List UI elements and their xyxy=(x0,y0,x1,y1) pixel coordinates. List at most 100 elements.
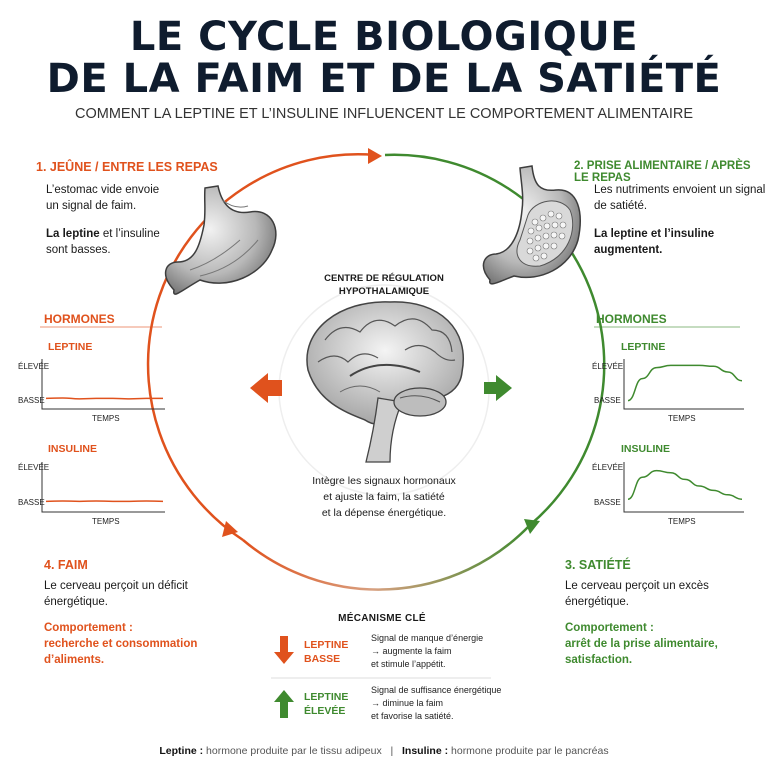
right-arrow-icon xyxy=(524,519,540,534)
footer-leptine-term: Leptine : xyxy=(159,745,204,757)
regulation-center-title-line-2: HYPOTHALAMIQUE xyxy=(338,286,430,297)
arrow-down-icon xyxy=(274,636,294,664)
phase2-title: 2. PRISE ALIMENTAIRE / APRÈS LE REPAS xyxy=(574,160,751,184)
phase3-behavior-label: Comportement : xyxy=(565,622,654,634)
left-chart2-y-low: BASSE xyxy=(18,498,45,507)
cycle-arc-satiety xyxy=(384,153,606,526)
footer-definitions: Leptine : hormone produite par le tissu … xyxy=(0,745,768,757)
regulation-center-title: CENTRE DE RÉGULATION HYPOTHALAMIQUE xyxy=(294,272,474,298)
phase3-text: Le cerveau perçoit un excès énergétique.… xyxy=(565,578,718,668)
right-chart2-y-high: ÉLEVÉE xyxy=(592,463,624,472)
left-chart1-y-high: ÉLEVÉE xyxy=(18,362,50,371)
phase4-behavior-line-1: recherche et consommation xyxy=(44,638,198,650)
satiety-arrow-icon xyxy=(484,375,512,401)
mechanism-high-label: LEPTINE ÉLEVÉE xyxy=(304,690,348,718)
phase3-behavior-line-1: arrêt de la prise alimentaire, xyxy=(565,638,718,650)
right-chart2-y-low: BASSE xyxy=(594,498,621,507)
page-subtitle: COMMENT LA LEPTINE ET L’INSULINE INFLUEN… xyxy=(75,106,693,122)
right-leptine-chart xyxy=(623,359,744,410)
mechanism-high-label-line-1: LEPTINE xyxy=(304,691,349,703)
mechanism-low-desc: Signal de manque d’énergie → augmente la… xyxy=(371,632,483,671)
footer-separator: | xyxy=(390,745,394,757)
mechanism-low-desc-line-1: Signal de manque d’énergie xyxy=(371,633,484,643)
brain-icon xyxy=(306,301,464,463)
cycle-arc-hunger xyxy=(146,153,376,542)
top-arrow-icon xyxy=(368,148,382,164)
right-chart1-x-label: TEMPS xyxy=(668,414,696,423)
hunger-arrow-icon xyxy=(250,373,282,403)
phase4-text-line-2: énergétique. xyxy=(44,596,108,608)
hormone-level-line xyxy=(45,397,163,400)
right-insuline-label: INSULINE xyxy=(621,443,671,455)
left-insuline-chart xyxy=(41,462,165,513)
cycle-arc-transition xyxy=(242,524,531,591)
hormones-left-title: HORMONES xyxy=(44,312,115,326)
full-stomach-icon xyxy=(482,165,581,285)
regulation-center-desc-line-2: et ajuste la faim, la satiété xyxy=(323,491,445,503)
phase2-text-line-4: augmentent. xyxy=(594,244,663,256)
chart-axes xyxy=(623,462,744,513)
empty-stomach-icon xyxy=(164,185,277,295)
chart-axes xyxy=(41,359,165,410)
mechanism-low-label-line-2: BASSE xyxy=(304,653,341,665)
mechanism-low-desc-line-2: → augmente la faim xyxy=(371,646,452,656)
phase1-text-line-4: sont basses. xyxy=(46,244,111,256)
phase3-text-line-2: énergétique. xyxy=(565,596,629,608)
mechanism-high-desc-line-3: et favorise la satiété. xyxy=(371,711,454,721)
phase3-behavior-line-2: satisfaction. xyxy=(565,654,633,666)
phase4-title: 4. FAIM xyxy=(44,558,88,572)
chart-axes xyxy=(41,462,165,513)
regulation-center-desc-line-3: et la dépense énergétique. xyxy=(321,507,447,519)
mechanism-low-label-line-1: LEPTINE xyxy=(304,639,349,651)
chart-axes xyxy=(623,359,744,410)
phase2-text-line-1: Les nutriments envoient un signal xyxy=(594,184,766,196)
mechanism-high-desc: Signal de suffisance énergétique → dimin… xyxy=(371,684,501,723)
footer-insuline-def: hormone produite par le pancréas xyxy=(448,745,609,757)
left-chart1-x-label: TEMPS xyxy=(92,414,120,423)
phase1-text-line-3: La leptine et l’insuline xyxy=(46,226,160,242)
hormone-level-line xyxy=(627,364,743,402)
phase3-text-line-1: Le cerveau perçoit un excès xyxy=(565,580,709,592)
right-chart2-x-label: TEMPS xyxy=(668,517,696,526)
phase1-leptine-bold: La leptine xyxy=(46,228,100,240)
regulation-center-desc-line-1: Intègre les signaux hormonaux xyxy=(312,475,456,487)
left-chart1-y-low: BASSE xyxy=(18,396,45,405)
regulation-center-title-line-1: CENTRE DE RÉGULATION xyxy=(324,273,444,284)
phase3-title: 3. SATIÉTÉ xyxy=(565,558,631,572)
left-leptine-chart xyxy=(41,359,165,410)
page-title-line-2: DE LA FAIM ET DE LA SATIÉTÉ xyxy=(46,56,722,102)
right-chart1-y-high: ÉLEVÉE xyxy=(592,362,624,371)
left-chart2-y-high: ÉLEVÉE xyxy=(18,463,50,472)
mechanism-high-desc-line-1: Signal de suffisance énergétique xyxy=(371,685,502,695)
phase1-title: 1. JEÛNE / ENTRE LES REPAS xyxy=(36,160,218,174)
hormone-level-line xyxy=(627,469,743,500)
phase1-text-line-2: un signal de faim. xyxy=(46,200,137,212)
phase1-text-line-1: L’estomac vide envoie xyxy=(46,184,160,196)
phase4-behavior-line-2: d’aliments. xyxy=(44,654,105,666)
phase4-text: Le cerveau perçoit un déficit énergétiqu… xyxy=(44,578,197,668)
phase4-text-line-1: Le cerveau perçoit un déficit xyxy=(44,580,188,592)
right-insuline-chart xyxy=(623,462,744,513)
arrow-up-icon xyxy=(274,690,294,718)
page-title-line-1: LE CYCLE BIOLOGIQUE xyxy=(129,14,639,60)
footer-insuline-term: Insuline : xyxy=(402,745,449,757)
phase2-text-line-3: La leptine et l’insuline xyxy=(594,228,715,240)
phase2-text: Les nutriments envoient un signal de sat… xyxy=(594,182,765,258)
hormones-right-title: HORMONES xyxy=(596,312,667,326)
left-leptine-label: LEPTINE xyxy=(48,341,93,353)
regulation-center-description: Intègre les signaux hormonaux et ajuste … xyxy=(284,473,484,521)
right-chart1-y-low: BASSE xyxy=(594,396,621,405)
right-leptine-label: LEPTINE xyxy=(621,341,666,353)
phase2-text-line-2: de satiété. xyxy=(594,200,648,212)
mechanism-low-label: LEPTINE BASSE xyxy=(304,638,348,666)
phase4-behavior-label: Comportement : xyxy=(44,622,133,634)
phase1-insuline-text: et l’insuline xyxy=(99,228,160,240)
mechanism-high-label-line-2: ÉLEVÉE xyxy=(304,705,346,717)
phase1-text: L’estomac vide envoie un signal de faim.… xyxy=(46,182,160,258)
mechanism-low-desc-line-3: et stimule l’appétit. xyxy=(371,659,446,669)
footer-leptine-def: hormone produite par le tissu adipeux xyxy=(203,745,382,757)
mechanism-high-desc-line-2: → diminue la faim xyxy=(371,698,444,708)
left-chart2-x-label: TEMPS xyxy=(92,517,120,526)
left-insuline-label: INSULINE xyxy=(48,443,98,455)
